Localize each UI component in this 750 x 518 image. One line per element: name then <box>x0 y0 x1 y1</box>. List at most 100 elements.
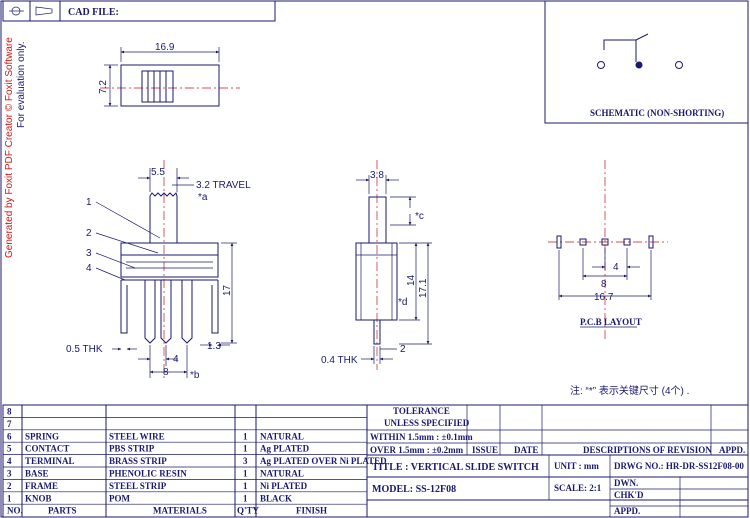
front-terminal-right <box>181 280 193 344</box>
side-body-dim: 14 <box>406 274 417 286</box>
side-pin <box>373 319 381 345</box>
bom-header-finish: FINISH <box>296 506 327 516</box>
pcb-span-dim: 8 <box>601 279 607 290</box>
bom-header-no: NO. <box>7 506 23 516</box>
callout-4: 4 <box>86 263 92 274</box>
bom-cell-no: 6 <box>7 431 12 441</box>
top-height-dim: 7.2 <box>98 80 109 94</box>
tb-drwg: DRWG NO.: HR-DR-SS12F08-00 <box>614 461 744 471</box>
tb-chkd: CHK'D <box>614 490 644 500</box>
tb-dwn: DWN. <box>614 478 638 488</box>
bom-cell-part: CONTACT <box>25 444 69 454</box>
bom-cell-material: POM <box>109 493 130 503</box>
callout-3: 3 <box>86 248 92 259</box>
bom-cell-qty: 1 <box>243 481 248 491</box>
tb-appd2: APPD. <box>614 506 640 516</box>
tb-model: MODEL: SS-12F08 <box>372 484 456 495</box>
schematic-terminal-left <box>597 61 605 69</box>
tb-unit: UNIT : mm <box>554 461 599 471</box>
bom-cell-finish: NATURAL <box>260 469 304 479</box>
watermark: Generated by Foxit PDF Creator © Foxit S… <box>4 37 27 258</box>
bom-cell-finish: NATURAL <box>260 431 304 441</box>
bom-cell-part: BASE <box>25 469 49 479</box>
bom-cell-no: 3 <box>7 469 12 479</box>
schematic-terminal-common <box>635 61 643 69</box>
tb-tolerance: TOLERANCE <box>393 406 450 416</box>
side-total-dim: 17.1 <box>418 278 429 298</box>
front-span-dim: 8 <box>163 367 169 378</box>
tb-unless: UNLESS SPECIFIED <box>384 418 470 428</box>
bom-cell-qty: 1 <box>243 469 248 479</box>
bom-cell-part: FRAME <box>25 481 58 491</box>
bom-cell-finish: Ni PLATED <box>260 481 308 491</box>
front-frame-thk-dim: 1.3 <box>207 341 221 352</box>
side-d-mark: *d <box>398 297 407 308</box>
tb-issue: ISSUE <box>472 445 498 455</box>
pcb-total-dim: 16.7 <box>594 292 614 303</box>
bom-header-part: PARTS <box>48 506 77 516</box>
tb-scale: SCALE: 2:1 <box>554 483 602 493</box>
front-knob <box>149 192 178 243</box>
callout-1: 1 <box>86 197 92 208</box>
tb-over: OVER 1.5mm : ±0.2mm <box>370 445 464 455</box>
bom-header-qty: Q'TY <box>237 506 260 516</box>
bom-cell-qty: 1 <box>243 431 248 441</box>
front-frame <box>120 242 219 256</box>
top-width-dim: 16.9 <box>155 42 175 53</box>
bom-cell-part: KNOB <box>25 493 52 503</box>
pcb-layout: 4 8 16.7 P.C.B LAYOUT <box>548 160 668 340</box>
front-travel-mark: *a <box>198 192 208 203</box>
key-dimension-note: 注: “*” 表示关键尺寸 (4个) . <box>570 384 689 397</box>
header-box: CAD FILE: <box>2 0 276 22</box>
tb-date: DATE <box>514 445 538 455</box>
front-view: 5.5 3.2 TRAVEL *a 1 2 3 4 17 4 8 *b 0.5 … <box>66 160 251 381</box>
bom-cell-material: STEEL WIRE <box>109 431 165 441</box>
front-base <box>120 254 219 278</box>
pcb-pad-frame-right <box>648 235 654 249</box>
bom-cell-no: 1 <box>7 493 12 503</box>
pcb-pad-center <box>601 238 609 246</box>
side-thk-dim: 0.4 THK <box>321 355 358 366</box>
front-travel-dim: 3.2 TRAVEL <box>196 180 251 191</box>
bom-cell-no: 4 <box>7 456 12 466</box>
pcb-pad-frame-left <box>556 235 562 249</box>
side-view: 3.8 *c 14 17.1 *d 0.4 THK 2 <box>321 160 432 370</box>
front-frame-leg-left <box>120 280 128 334</box>
front-thk-dim: 0.5 THK <box>66 344 103 355</box>
title-block: TOLERANCE UNLESS SPECIFIED WITHIN 1.5mm … <box>366 404 749 518</box>
front-pitch-dim: 5.5 <box>151 167 165 178</box>
schematic-panel: SCHEMATIC (NON-SHORTING) <box>544 1 748 124</box>
side-pin-dim: 2 <box>400 344 406 355</box>
side-body <box>355 242 398 321</box>
schematic-label: SCHEMATIC (NON-SHORTING) <box>590 108 724 118</box>
tb-revision: DESCRIPTIONS OF REVISION <box>583 445 712 455</box>
front-frame-leg-right <box>211 280 219 334</box>
bom-cell-finish: Ag PLATED OVER Ni PLATED <box>260 456 387 466</box>
bom-cell-finish: BLACK <box>260 493 292 503</box>
front-height-dim: 17 <box>222 284 233 296</box>
front-terminal-left <box>144 280 156 344</box>
bom-cell-qty: 1 <box>243 444 248 454</box>
pcb-pitch-dim: 4 <box>613 262 619 273</box>
pcb-layout-label: P.C.B LAYOUT <box>580 317 642 327</box>
front-terminal-center <box>160 280 172 344</box>
callout-2: 2 <box>86 228 92 239</box>
watermark-line-1: Generated by Foxit PDF Creator © Foxit S… <box>4 37 15 258</box>
pcb-pad-left <box>579 238 587 246</box>
bom-cell-material: STEEL STRIP <box>109 481 167 491</box>
bom-cell-no: 8 <box>7 407 12 417</box>
projection-icon <box>9 6 53 16</box>
top-view-knob <box>141 70 174 103</box>
bom-header-material: MATERIALS <box>153 506 207 516</box>
bom-cell-material: PHENOLIC RESIN <box>109 469 187 479</box>
front-span-mark: *b <box>190 370 200 381</box>
top-view-housing <box>120 64 220 107</box>
side-knob <box>368 196 387 244</box>
bom-cell-part: SPRING <box>25 431 59 441</box>
watermark-line-2: For evaluation only. <box>16 41 27 128</box>
bom-cell-no: 2 <box>7 481 12 491</box>
bom-cell-no: 7 <box>7 419 12 429</box>
bom-cell-material: PBS STRIP <box>109 444 155 454</box>
